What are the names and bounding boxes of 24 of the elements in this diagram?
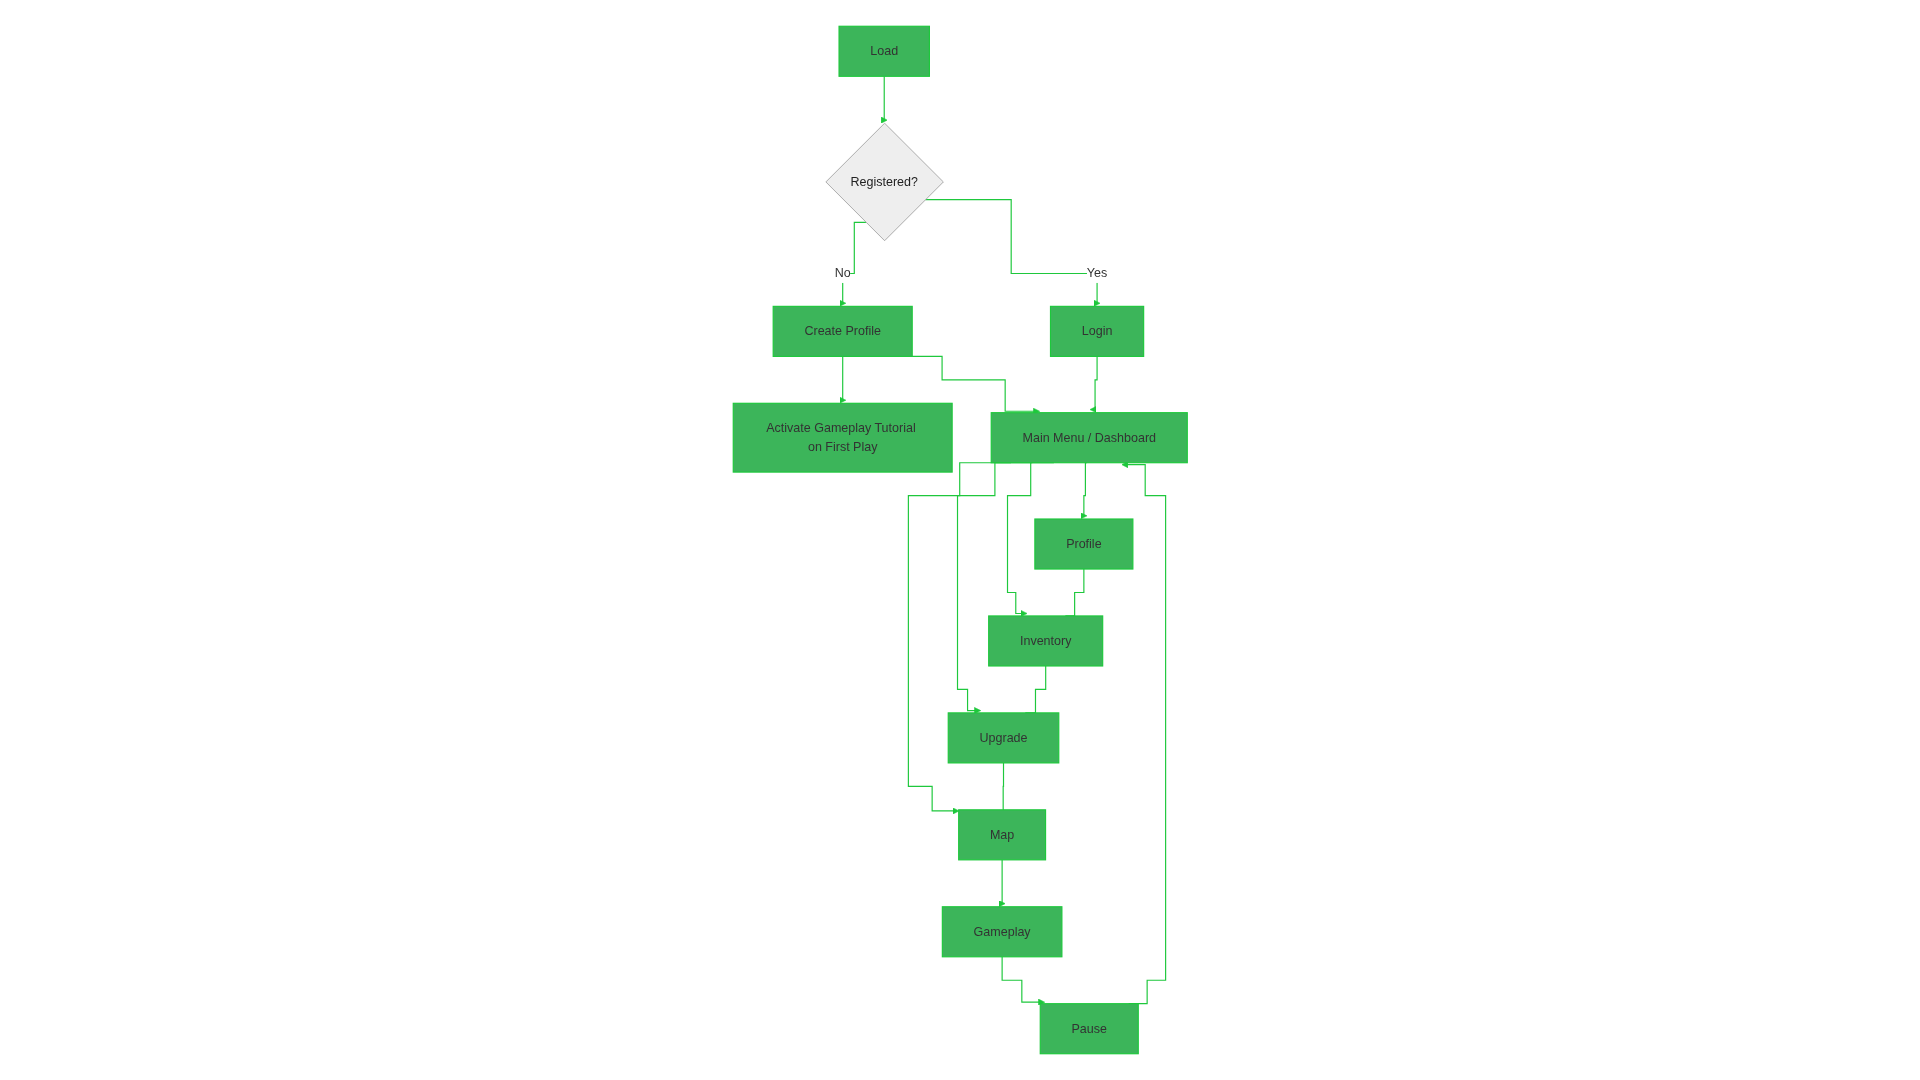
arrow <box>839 355 846 404</box>
arrow <box>1089 355 1098 413</box>
arrow <box>839 221 867 307</box>
node-box: Upgrade <box>947 712 1060 764</box>
edge-label: No <box>834 266 851 280</box>
arrow <box>880 75 888 124</box>
node-box: Create Profile <box>772 305 913 357</box>
connector <box>1002 762 1004 811</box>
node-box: Pause <box>1039 1003 1139 1055</box>
arrow <box>924 199 1101 307</box>
arrow <box>1121 461 1166 1005</box>
node-box: Map <box>957 809 1046 861</box>
edge-label: Yes <box>1086 266 1108 280</box>
node-box: Login <box>1049 305 1144 357</box>
arrow <box>1001 956 1045 1006</box>
node-box: Main Menu / Dashboard <box>990 412 1188 464</box>
node-box: Load <box>838 25 930 77</box>
node-box: Activate Gameplay Tutorial on First Play <box>732 402 953 473</box>
node-diamond: Registered? <box>825 122 944 242</box>
node-box: Gameplay <box>941 906 1063 958</box>
arrow <box>998 859 1006 908</box>
node-box: Profile <box>1034 518 1134 570</box>
node-box: Inventory <box>987 615 1103 667</box>
arrow <box>1080 462 1088 520</box>
